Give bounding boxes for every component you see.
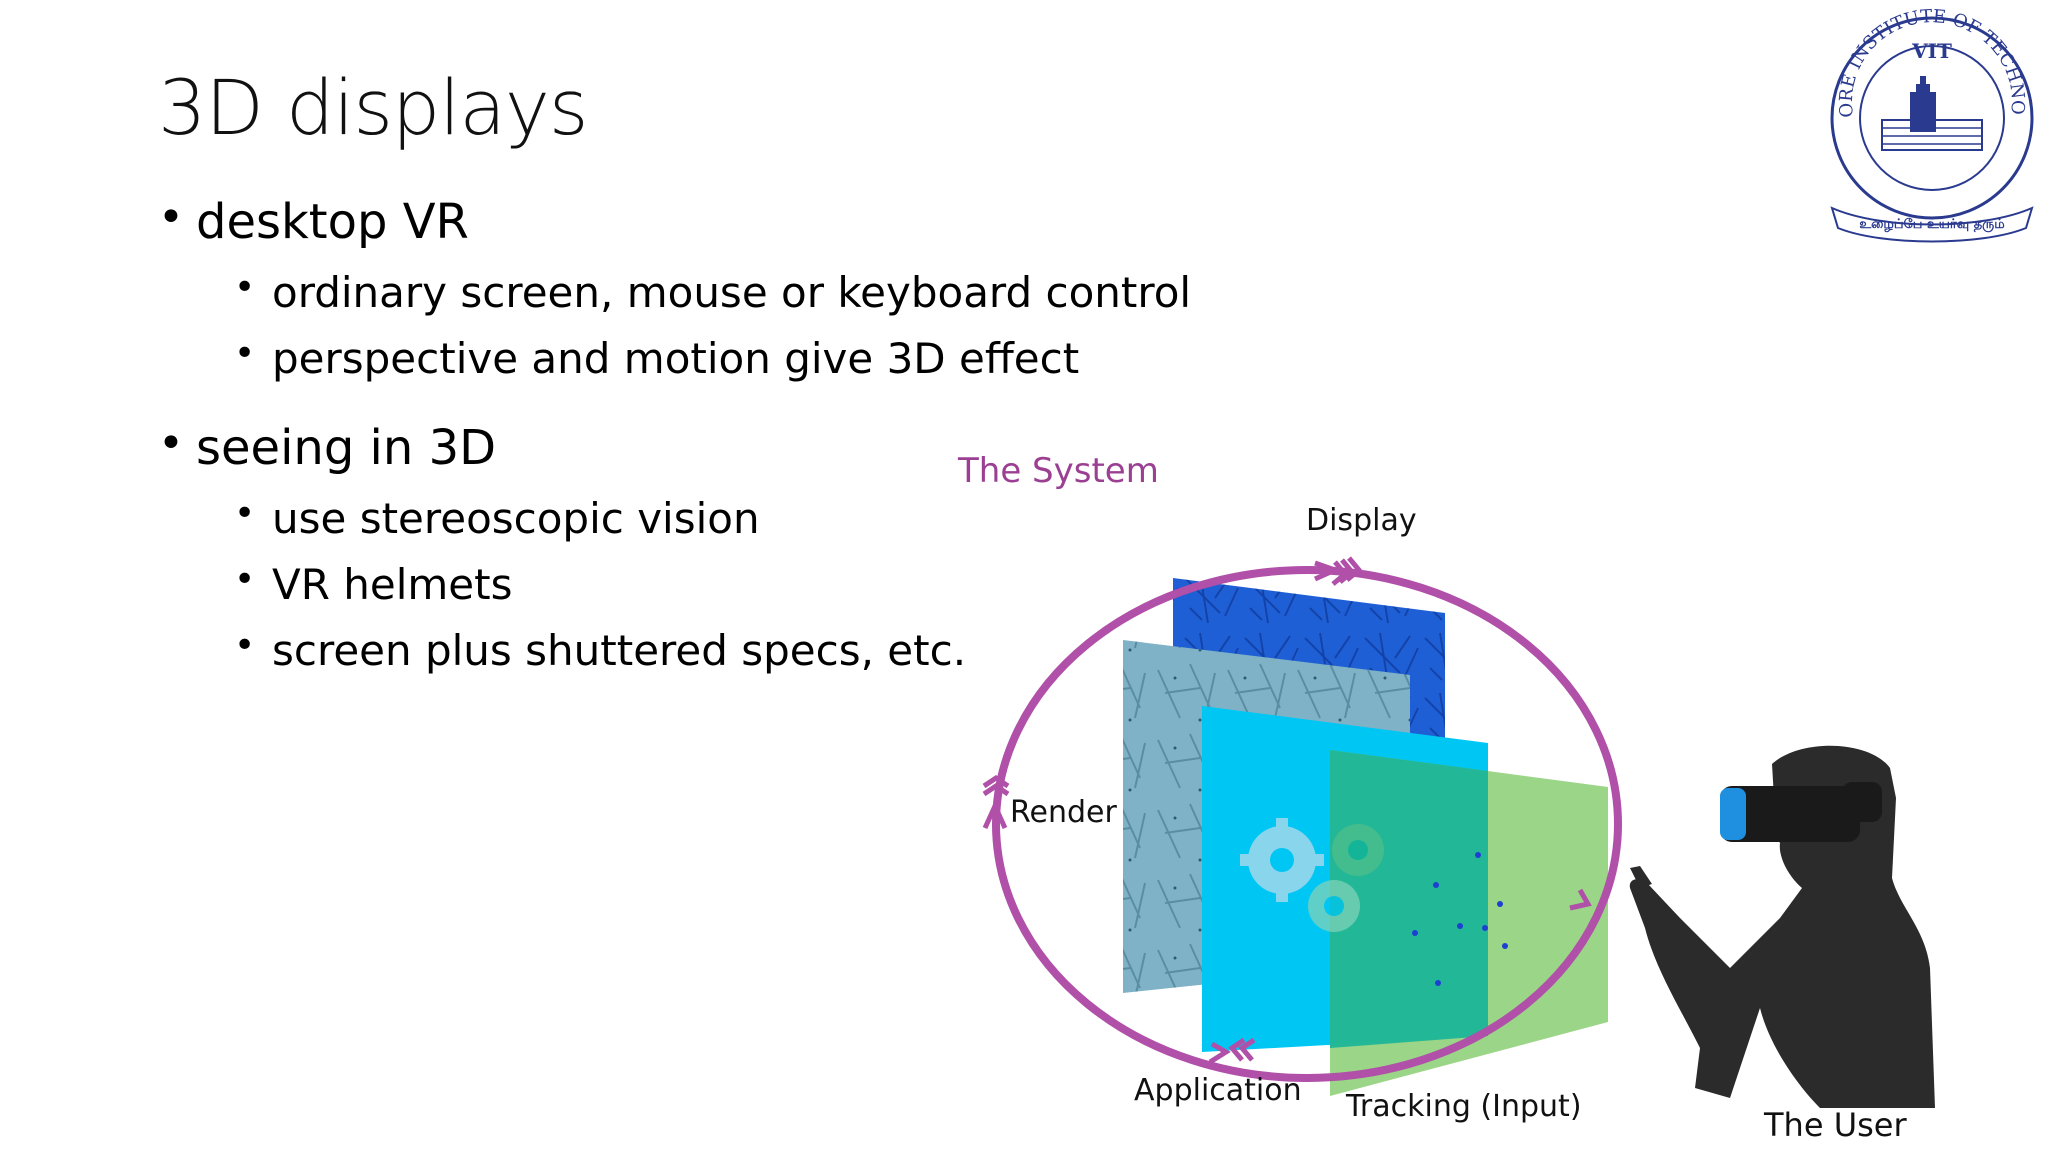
sub-bullet-ordinary-screen: ordinary screen, mouse or keyboard contr… — [234, 270, 1258, 314]
label-tracking: Tracking (Input) — [1345, 1089, 1582, 1124]
label-user: The User — [1763, 1106, 1907, 1144]
logo-abbr: VIT — [1911, 39, 1952, 63]
user-silhouette — [1629, 745, 1935, 1108]
bullet-list: desktop VR ordinary screen, mouse or key… — [158, 196, 1258, 696]
diagram-heading: The System — [957, 451, 1159, 491]
sub-bullet-stereoscopic: use stereoscopic vision — [234, 496, 1258, 540]
sub-bullet-perspective: perspective and motion give 3D effect — [234, 336, 1258, 380]
sub-bullet-shuttered-specs: screen plus shuttered specs, etc. — [234, 628, 1258, 672]
label-application: Application — [1134, 1073, 1302, 1108]
vr-system-diagram: The System — [957, 451, 1935, 1144]
slide-title: 3D displays — [158, 63, 588, 152]
cycle-arrows — [982, 556, 1592, 1065]
tracking-points — [1412, 852, 1508, 986]
gear-icon — [1240, 818, 1384, 932]
vr-headset-icon — [1720, 782, 1882, 842]
sub-bullet-vr-helmets: VR helmets — [234, 562, 1258, 606]
logo-motto: உழைப்பே உயர்வு தரும் — [1859, 217, 2005, 232]
temple-icon — [1881, 76, 1983, 151]
label-render: Render — [1010, 795, 1117, 830]
motto-ribbon — [1830, 206, 2034, 243]
label-display: Display — [1306, 503, 1417, 538]
system-cycle-ring — [992, 566, 1622, 1082]
bullet-desktop-vr: desktop VR — [158, 196, 1258, 246]
bullet-seeing-in-3d: seeing in 3D — [158, 422, 1258, 472]
vit-logo: VELLORE INSTITUTE OF TECHNOLOGY VIT உழைப… — [1812, 0, 2034, 243]
